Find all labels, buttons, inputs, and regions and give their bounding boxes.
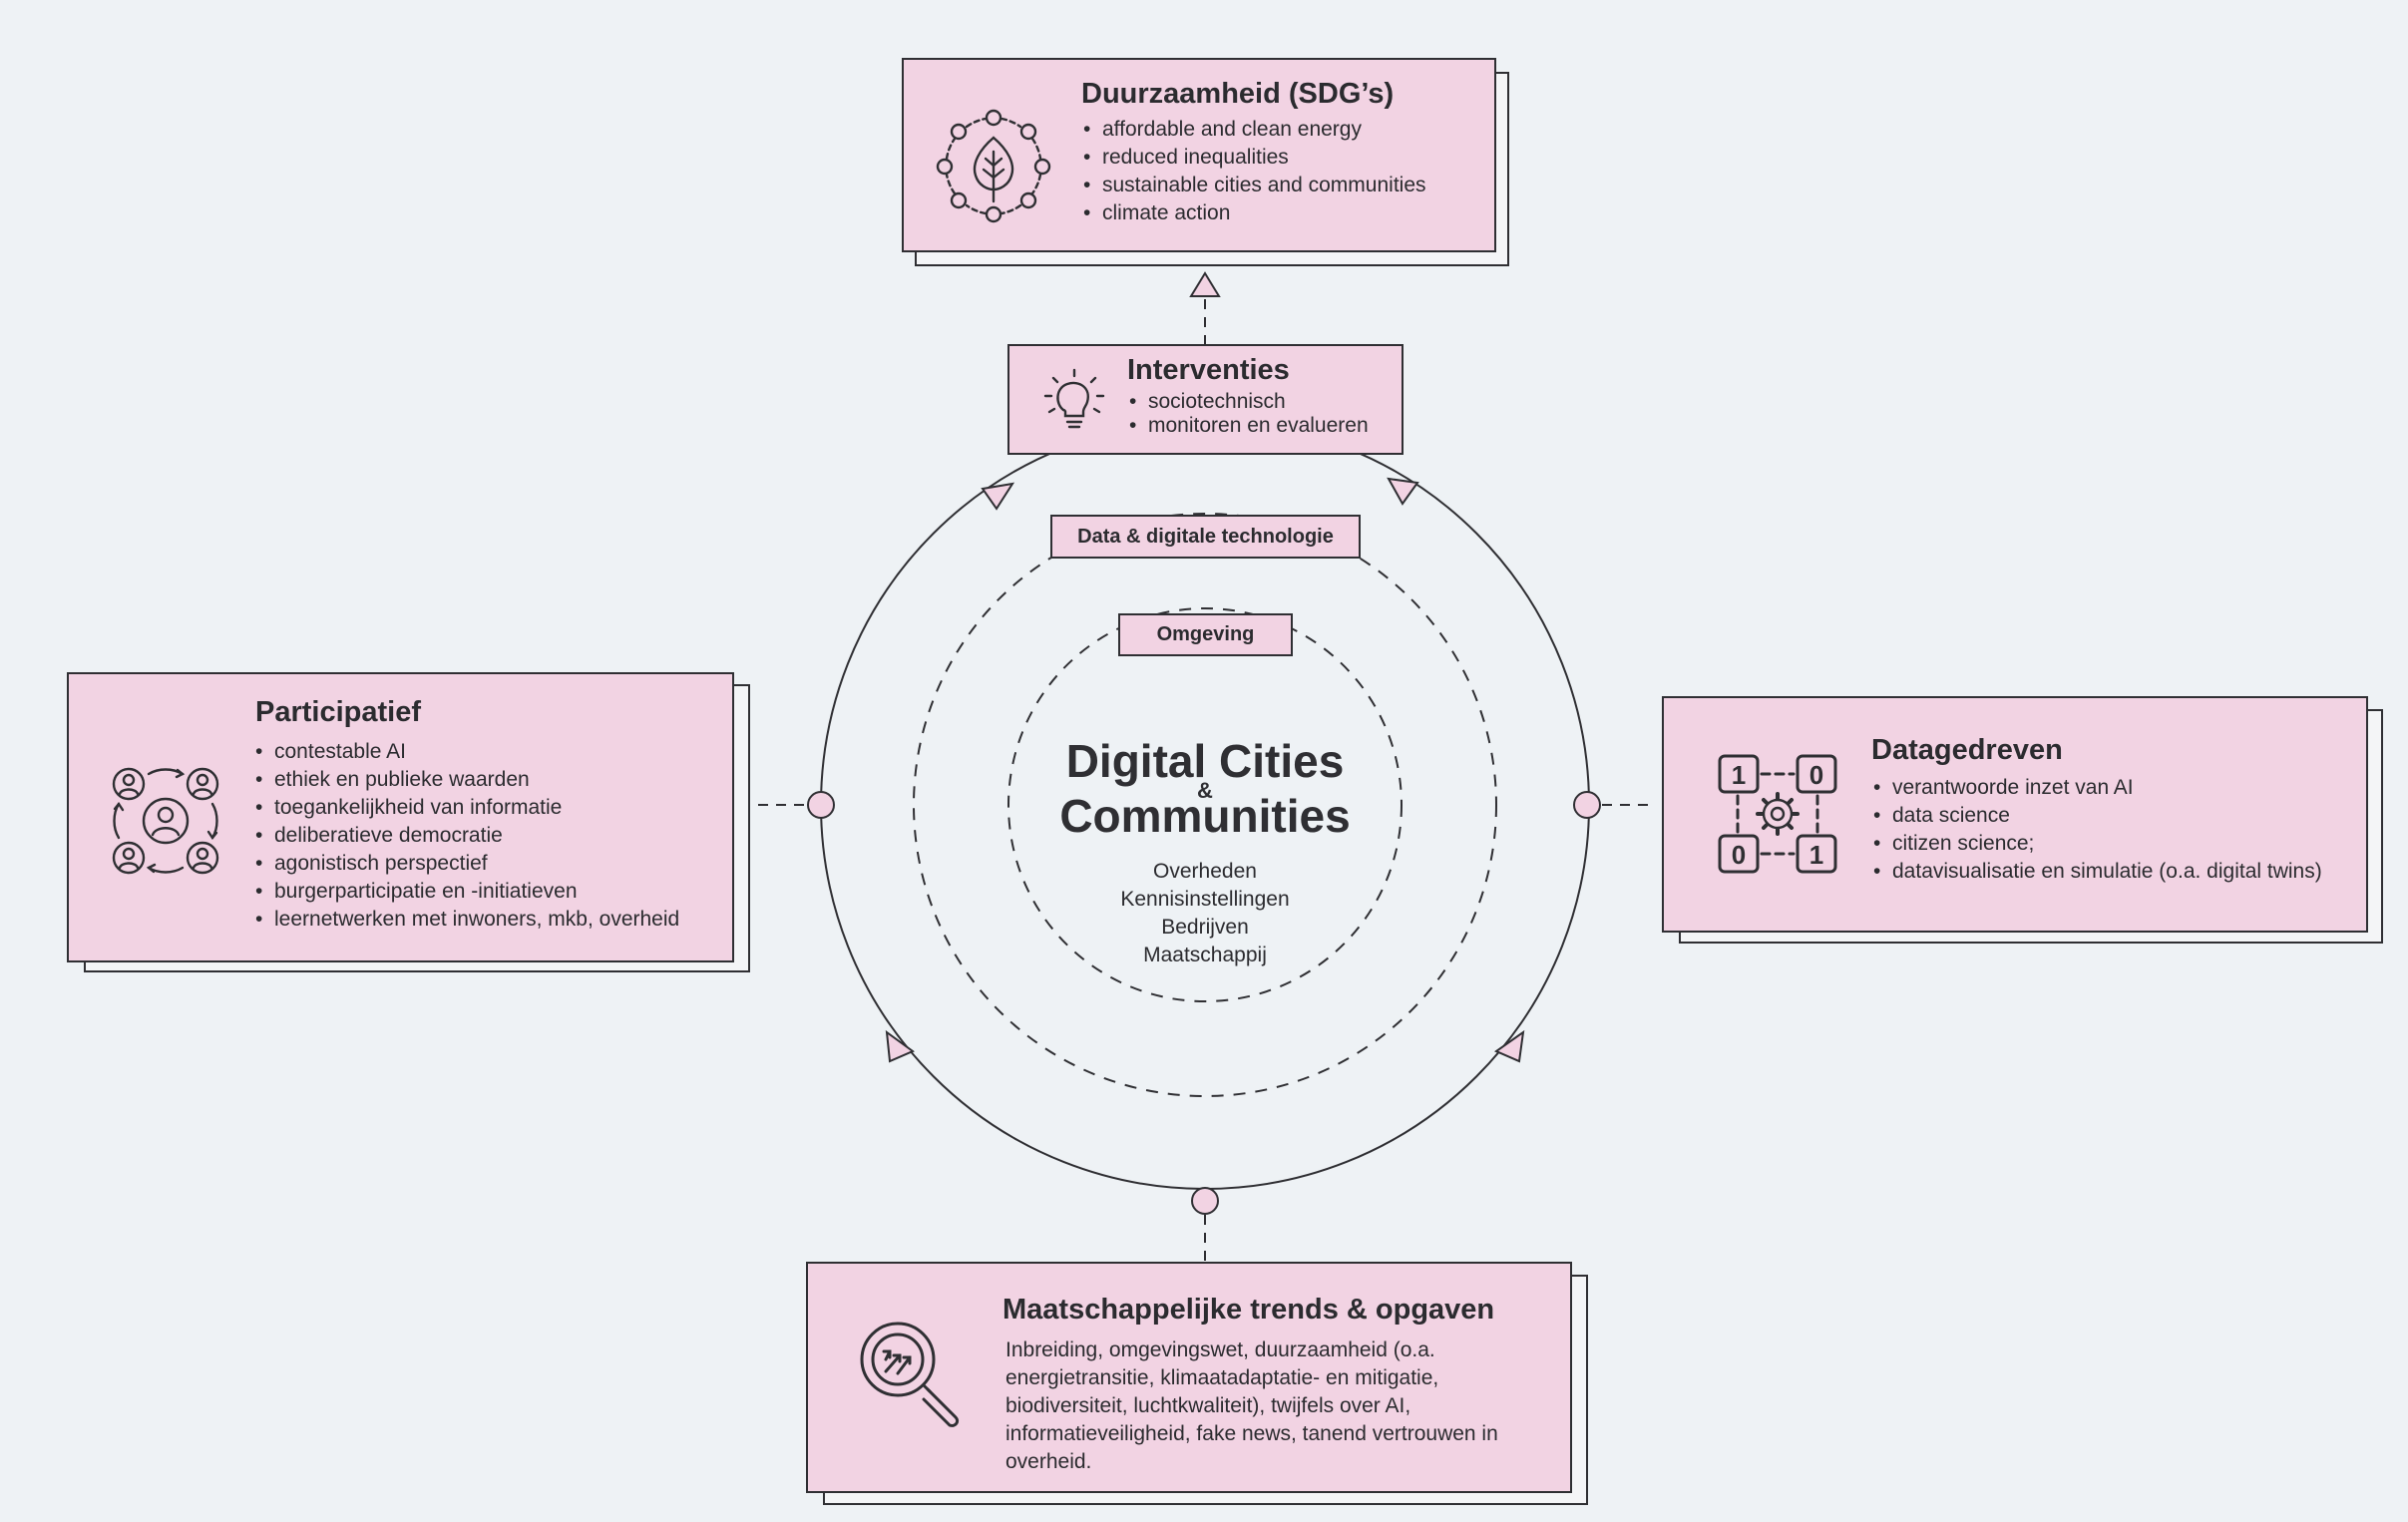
- ring-label-data: Data & digitale technologie: [1050, 515, 1361, 559]
- stakeholder-list: Overheden Kennisinstellingen Bedrijven M…: [1055, 858, 1355, 969]
- node-left: [807, 791, 835, 819]
- list-item: affordable and clean energy: [1083, 116, 1426, 144]
- list-item: toegankelijkheid van informatie: [255, 794, 679, 822]
- arrow-marker-bottom-right: [1493, 1029, 1525, 1063]
- list-item: citizen science;: [1873, 830, 2322, 858]
- list-item: sustainable cities and communities: [1083, 172, 1426, 199]
- people-network-icon: [112, 767, 219, 875]
- list-item: datavisualisatie en simulatie (o.a. digi…: [1873, 858, 2322, 886]
- maatschappelijk-text: Inbreiding, omgevingswet, duurzaamheid (…: [1005, 1338, 1498, 1473]
- list-item: burgerparticipatie en -initiatieven: [255, 878, 679, 906]
- duurzaamheid-card: Duurzaamheid (SDG’s) affordable and clea…: [902, 58, 1496, 252]
- leaf-sdg-icon: [936, 109, 1051, 223]
- list-item: deliberatieve democratie: [255, 822, 679, 850]
- datagedreven-title: Datagedreven: [1871, 734, 2063, 766]
- stakeholder-item: Kennisinstellingen: [1120, 888, 1290, 911]
- stakeholder-item: Bedrijven: [1161, 916, 1249, 939]
- list-item: contestable AI: [255, 738, 679, 766]
- stakeholder-item: Maatschappij: [1143, 944, 1267, 966]
- duurzaamheid-title: Duurzaamheid (SDG’s): [1081, 78, 1395, 110]
- list-item: climate action: [1083, 199, 1426, 227]
- arrow-marker-top-right: [1387, 477, 1419, 506]
- lightbulb-icon: [1043, 368, 1105, 429]
- datagedreven-list: verantwoorde inzet van AI data science c…: [1873, 774, 2322, 886]
- interventies-list: sociotechnisch monitoren en evalueren: [1129, 390, 1369, 438]
- node-bottom: [1191, 1187, 1219, 1215]
- list-item: sociotechnisch: [1129, 390, 1369, 414]
- center-title-line1: Digital Cities: [1065, 735, 1345, 787]
- center-title-ampersand: &: [1197, 778, 1213, 803]
- icon-digit: 1: [1809, 840, 1823, 870]
- icon-digit: 0: [1732, 840, 1746, 870]
- participatief-list: contestable AI ethiek en publieke waarde…: [255, 738, 679, 934]
- binary-gear-icon: 1 0 0 1: [1718, 754, 1837, 874]
- participatief-card: Participatief contestable AI ethiek en p…: [67, 672, 734, 962]
- datagedreven-card: 1 0 0 1 Datagedreven verantwoorde inzet …: [1662, 696, 2368, 933]
- maatschappelijk-card: Maatschappelijke trends & opgaven Inbrei…: [806, 1262, 1572, 1493]
- arrow-marker-bottom-left: [885, 1029, 915, 1063]
- list-item: agonistisch perspectief: [255, 850, 679, 878]
- maatschappelijk-title: Maatschappelijke trends & opgaven: [1003, 1294, 1495, 1326]
- inner-ring: [1007, 607, 1403, 1002]
- center-title-line2: Communities: [1059, 790, 1351, 842]
- arrow-marker-top-left: [981, 482, 1015, 511]
- magnifier-trend-icon: [860, 1322, 960, 1427]
- list-item: reduced inequalities: [1083, 144, 1426, 172]
- list-item: ethiek en publieke waarden: [255, 766, 679, 794]
- ring-label-omgeving: Omgeving: [1118, 613, 1293, 656]
- node-right: [1573, 791, 1601, 819]
- list-item: leernetwerken met inwoners, mkb, overhei…: [255, 906, 679, 934]
- stakeholder-item: Overheden: [1153, 860, 1257, 883]
- list-item: data science: [1873, 802, 2322, 830]
- interventies-card: Interventies sociotechnisch monitoren en…: [1007, 344, 1404, 455]
- list-item: verantwoorde inzet van AI: [1873, 774, 2322, 802]
- list-item: monitoren en evalueren: [1129, 414, 1369, 438]
- duurzaamheid-list: affordable and clean energy reduced ineq…: [1083, 116, 1426, 227]
- arrow-up-marker: [1189, 271, 1221, 297]
- icon-digit: 1: [1732, 760, 1746, 790]
- icon-digit: 0: [1809, 760, 1823, 790]
- participatief-title: Participatief: [255, 696, 421, 728]
- middle-ring: [913, 513, 1497, 1097]
- interventies-title: Interventies: [1127, 354, 1290, 386]
